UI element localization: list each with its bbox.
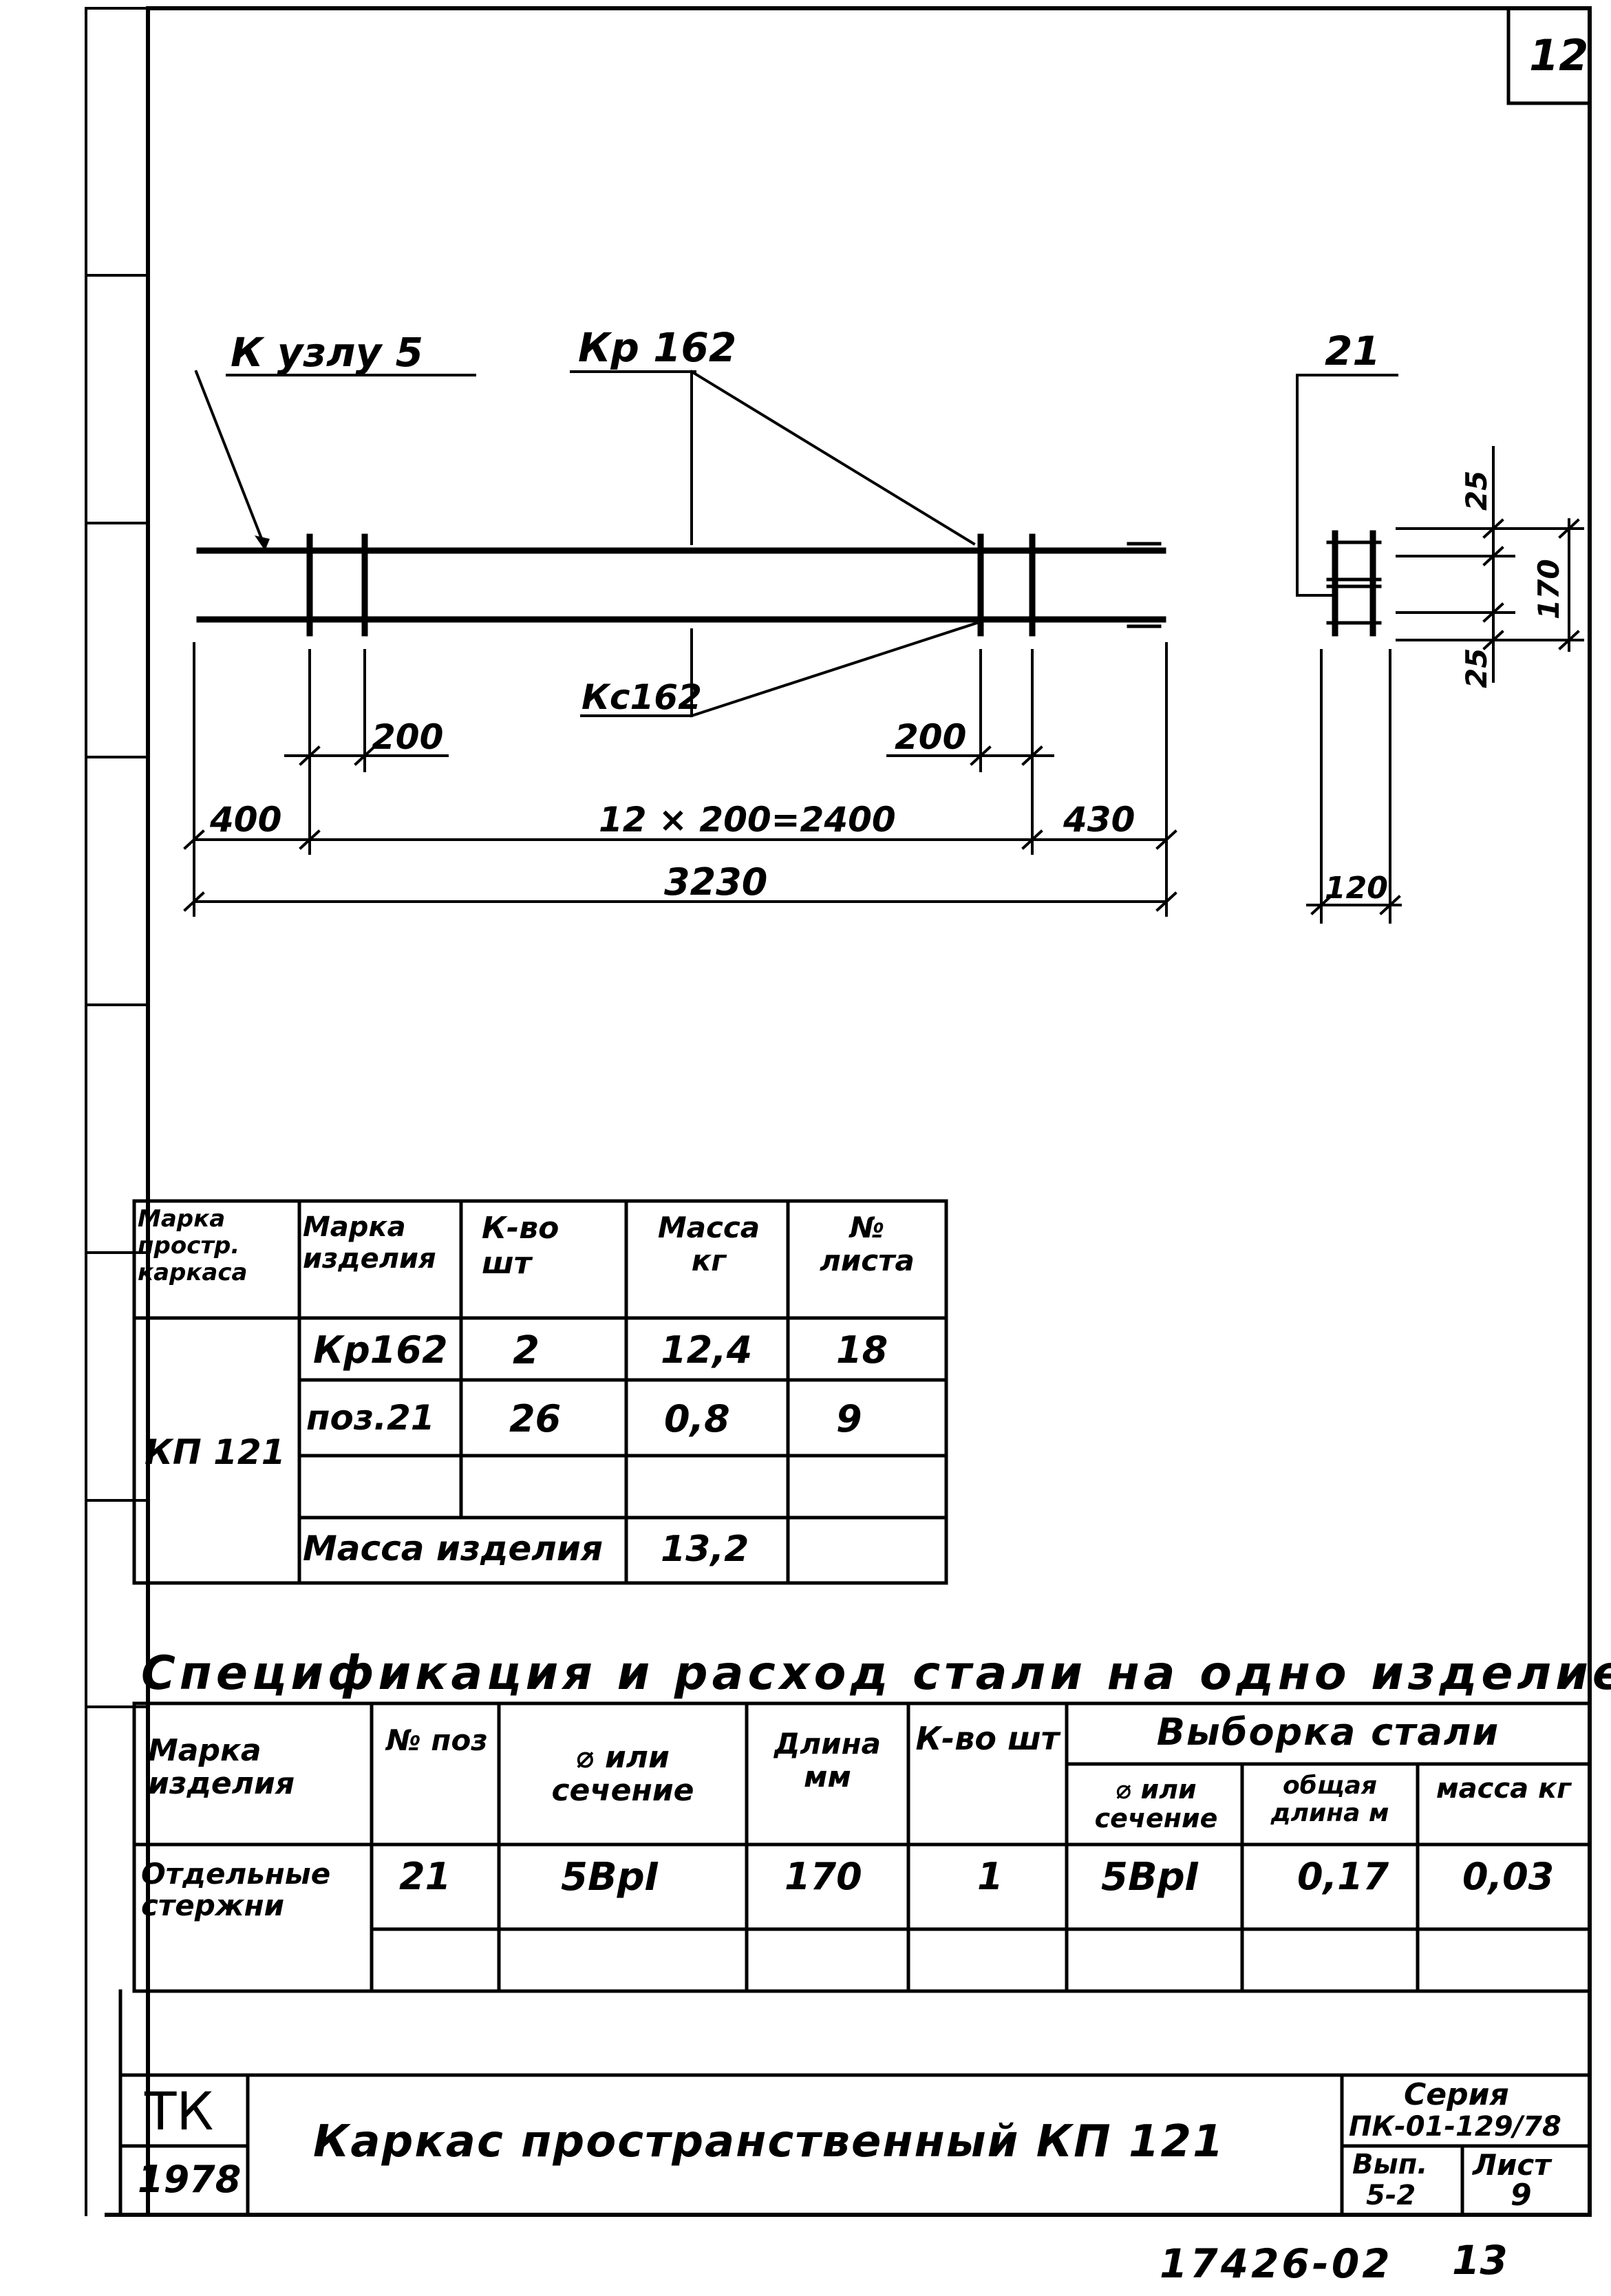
t2-row-dia: 5ВрI bbox=[561, 1855, 659, 1900]
t1-header-frame-mark: Марка простр. каркаса bbox=[138, 1205, 248, 1287]
section-dim-25-top: 25 bbox=[1460, 471, 1493, 511]
t1-total-label: Масса изделия bbox=[303, 1529, 604, 1569]
titleblock-series-label: Серия bbox=[1404, 2077, 1509, 2112]
t2-header-sel-dia: ⌀ или сечение bbox=[1094, 1774, 1218, 1833]
page-number: 12 bbox=[1529, 30, 1589, 81]
frame-elevation bbox=[183, 370, 1177, 917]
t2-header-sel-len: общая длина м bbox=[1270, 1772, 1389, 1827]
section-label: 21 bbox=[1325, 328, 1380, 374]
t2-header-qty: К-во шт bbox=[915, 1720, 1060, 1757]
t2-header-pos: № поз bbox=[386, 1723, 488, 1757]
page-number-box bbox=[1506, 6, 1592, 105]
t1-row2-mass: 0,8 bbox=[664, 1397, 730, 1441]
t1-row2-item: поз.21 bbox=[306, 1398, 435, 1438]
dim-span: 12 × 200=2400 bbox=[599, 800, 896, 840]
dim-430: 430 bbox=[1063, 800, 1135, 840]
t2-header-sel-mass: масса кг bbox=[1436, 1773, 1572, 1805]
t2-header-dia: ⌀ или сечение bbox=[551, 1740, 694, 1809]
t1-header-qty: К-во шт bbox=[482, 1211, 559, 1281]
footer-number: 13 bbox=[1452, 2237, 1508, 2284]
section-dim-25-bottom: 25 bbox=[1460, 648, 1493, 688]
t2-header-length: Длина мм bbox=[774, 1727, 881, 1794]
titleblock-grid bbox=[118, 1989, 1588, 2217]
t2-title: Спецификация и расход стали на одно изде… bbox=[141, 1646, 1611, 1701]
t2-row-mark: Отдельные стержни bbox=[141, 1857, 331, 1923]
callout-node: К узлу 5 bbox=[231, 329, 423, 376]
t2-row-sel-len: 0,17 bbox=[1297, 1855, 1389, 1898]
t1-header-mass: Масса кг bbox=[657, 1211, 760, 1278]
titleblock-org: ТК bbox=[145, 2081, 214, 2142]
t2-header-selection: Выборка стали bbox=[1156, 1710, 1500, 1754]
callout-kc: Кс162 bbox=[582, 677, 702, 717]
dim-200-left: 200 bbox=[372, 717, 443, 757]
titleblock-sheet-value: 9 bbox=[1511, 2178, 1532, 2213]
t1-frame-mark: КП 121 bbox=[145, 1432, 286, 1472]
t1-row1-sheet: 18 bbox=[836, 1328, 888, 1372]
t2-row-qty: 1 bbox=[977, 1855, 1003, 1898]
t2-row-length: 170 bbox=[785, 1855, 862, 1898]
t1-header-sheet: № листа bbox=[820, 1211, 915, 1278]
cross-section bbox=[1296, 374, 1584, 924]
dim-400: 400 bbox=[209, 800, 281, 840]
titleblock-name: Каркас пространственный КП 121 bbox=[313, 2116, 1225, 2167]
table1-grid bbox=[132, 1199, 948, 1585]
t1-total-mass: 13,2 bbox=[661, 1529, 749, 1570]
t1-row1-item: Кр162 bbox=[313, 1328, 448, 1372]
section-dim-170: 170 bbox=[1532, 559, 1566, 619]
t1-row2-sheet: 9 bbox=[836, 1397, 862, 1441]
table2-grid bbox=[118, 1701, 1588, 2077]
dim-200-right: 200 bbox=[895, 717, 966, 757]
t1-row1-mass: 12,4 bbox=[661, 1328, 753, 1372]
titleblock-issue-value: 5-2 bbox=[1366, 2180, 1416, 2211]
t2-row-pos: 21 bbox=[399, 1855, 451, 1898]
callout-kr: Кр 162 bbox=[578, 324, 736, 371]
t1-header-item-mark: Марка изделия bbox=[303, 1211, 436, 1275]
t2-row-sel-mass: 0,03 bbox=[1462, 1855, 1555, 1898]
footer-code: 17426-02 bbox=[1160, 2240, 1393, 2287]
t2-row-sel-dia: 5ВрI bbox=[1101, 1855, 1199, 1900]
titleblock-sheet-label: Лист bbox=[1473, 2148, 1551, 2182]
t1-row2-qty: 26 bbox=[509, 1397, 562, 1441]
titleblock-series-value: ПК-01-129/78 bbox=[1349, 2111, 1561, 2143]
t1-row1-qty: 2 bbox=[513, 1328, 540, 1373]
dim-total: 3230 bbox=[664, 860, 767, 904]
t2-header-mark: Марка изделия bbox=[148, 1733, 295, 1802]
titleblock-issue-label: Вып. bbox=[1352, 2149, 1428, 2180]
titleblock-year: 1978 bbox=[138, 2158, 242, 2201]
section-dim-120: 120 bbox=[1325, 871, 1388, 906]
binding-strip bbox=[85, 7, 149, 2216]
